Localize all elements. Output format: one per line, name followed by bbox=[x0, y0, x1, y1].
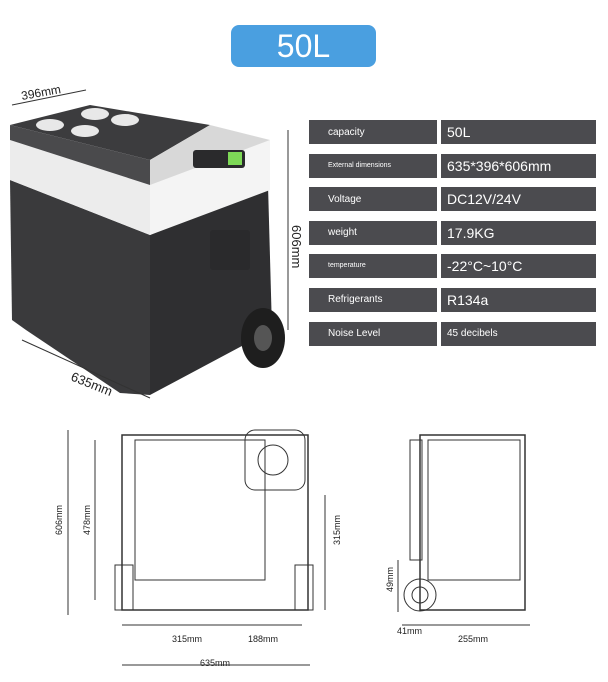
front-w-left-label: 315mm bbox=[172, 634, 202, 644]
spec-key: Voltage bbox=[328, 193, 362, 205]
spec-value: DC12V/24V bbox=[447, 191, 521, 208]
side-technical-drawing bbox=[397, 434, 530, 626]
spec-row: capacity 50L bbox=[309, 120, 596, 144]
spec-value: 45 decibels bbox=[447, 328, 498, 340]
side-h-wheel-label: 49mm bbox=[385, 567, 395, 592]
spec-key: External dimensions bbox=[328, 161, 392, 169]
spec-row: weight 17.9KG bbox=[309, 220, 596, 245]
front-w-right-label: 188mm bbox=[248, 634, 278, 644]
spec-value: 50L bbox=[447, 124, 471, 140]
front-w-total-label: 635mm bbox=[200, 658, 230, 668]
spec-divider bbox=[437, 120, 441, 144]
spec-row: temperature -22°C~10°C bbox=[309, 254, 596, 279]
spec-row: Refrigerants R134a bbox=[309, 287, 596, 312]
spec-divider bbox=[437, 220, 441, 245]
spec-divider bbox=[437, 287, 441, 312]
spec-key: Refrigerants bbox=[328, 294, 383, 306]
side-w-small-label: 41mm bbox=[397, 626, 422, 636]
side-w-bottom-label: 255mm bbox=[458, 634, 488, 644]
spec-key: temperature bbox=[328, 262, 366, 270]
spec-key: weight bbox=[328, 227, 357, 239]
spec-divider bbox=[437, 321, 441, 346]
spec-divider bbox=[437, 254, 441, 279]
spec-value: 17.9KG bbox=[447, 224, 495, 241]
spec-value: -22°C~10°C bbox=[447, 258, 523, 275]
spec-row: External dimensions 635*396*606mm bbox=[309, 153, 596, 178]
capacity-badge: 50L bbox=[231, 25, 376, 67]
spec-divider bbox=[437, 153, 441, 178]
front-h-right-label: 315mm bbox=[332, 515, 342, 545]
spec-key: capacity bbox=[328, 126, 365, 138]
spec-key: Noise Level bbox=[328, 328, 381, 340]
front-h-inner-label: 478mm bbox=[82, 505, 92, 535]
spec-table: capacity 50L External dimensions 635*396… bbox=[309, 120, 596, 355]
front-technical-drawing bbox=[67, 429, 326, 666]
spec-row: Voltage DC12V/24V bbox=[309, 187, 596, 212]
spec-value: R134a bbox=[447, 291, 489, 308]
dim-width-label: 396mm bbox=[20, 82, 62, 103]
spec-divider bbox=[437, 187, 441, 212]
fridge-3d-image bbox=[10, 105, 285, 395]
spec-value: 635*396*606mm bbox=[447, 157, 552, 174]
spec-row: Noise Level 45 decibels bbox=[309, 321, 596, 346]
dim-height-label: 606mm bbox=[289, 225, 304, 268]
front-h-total-label: 606mm bbox=[54, 505, 64, 535]
